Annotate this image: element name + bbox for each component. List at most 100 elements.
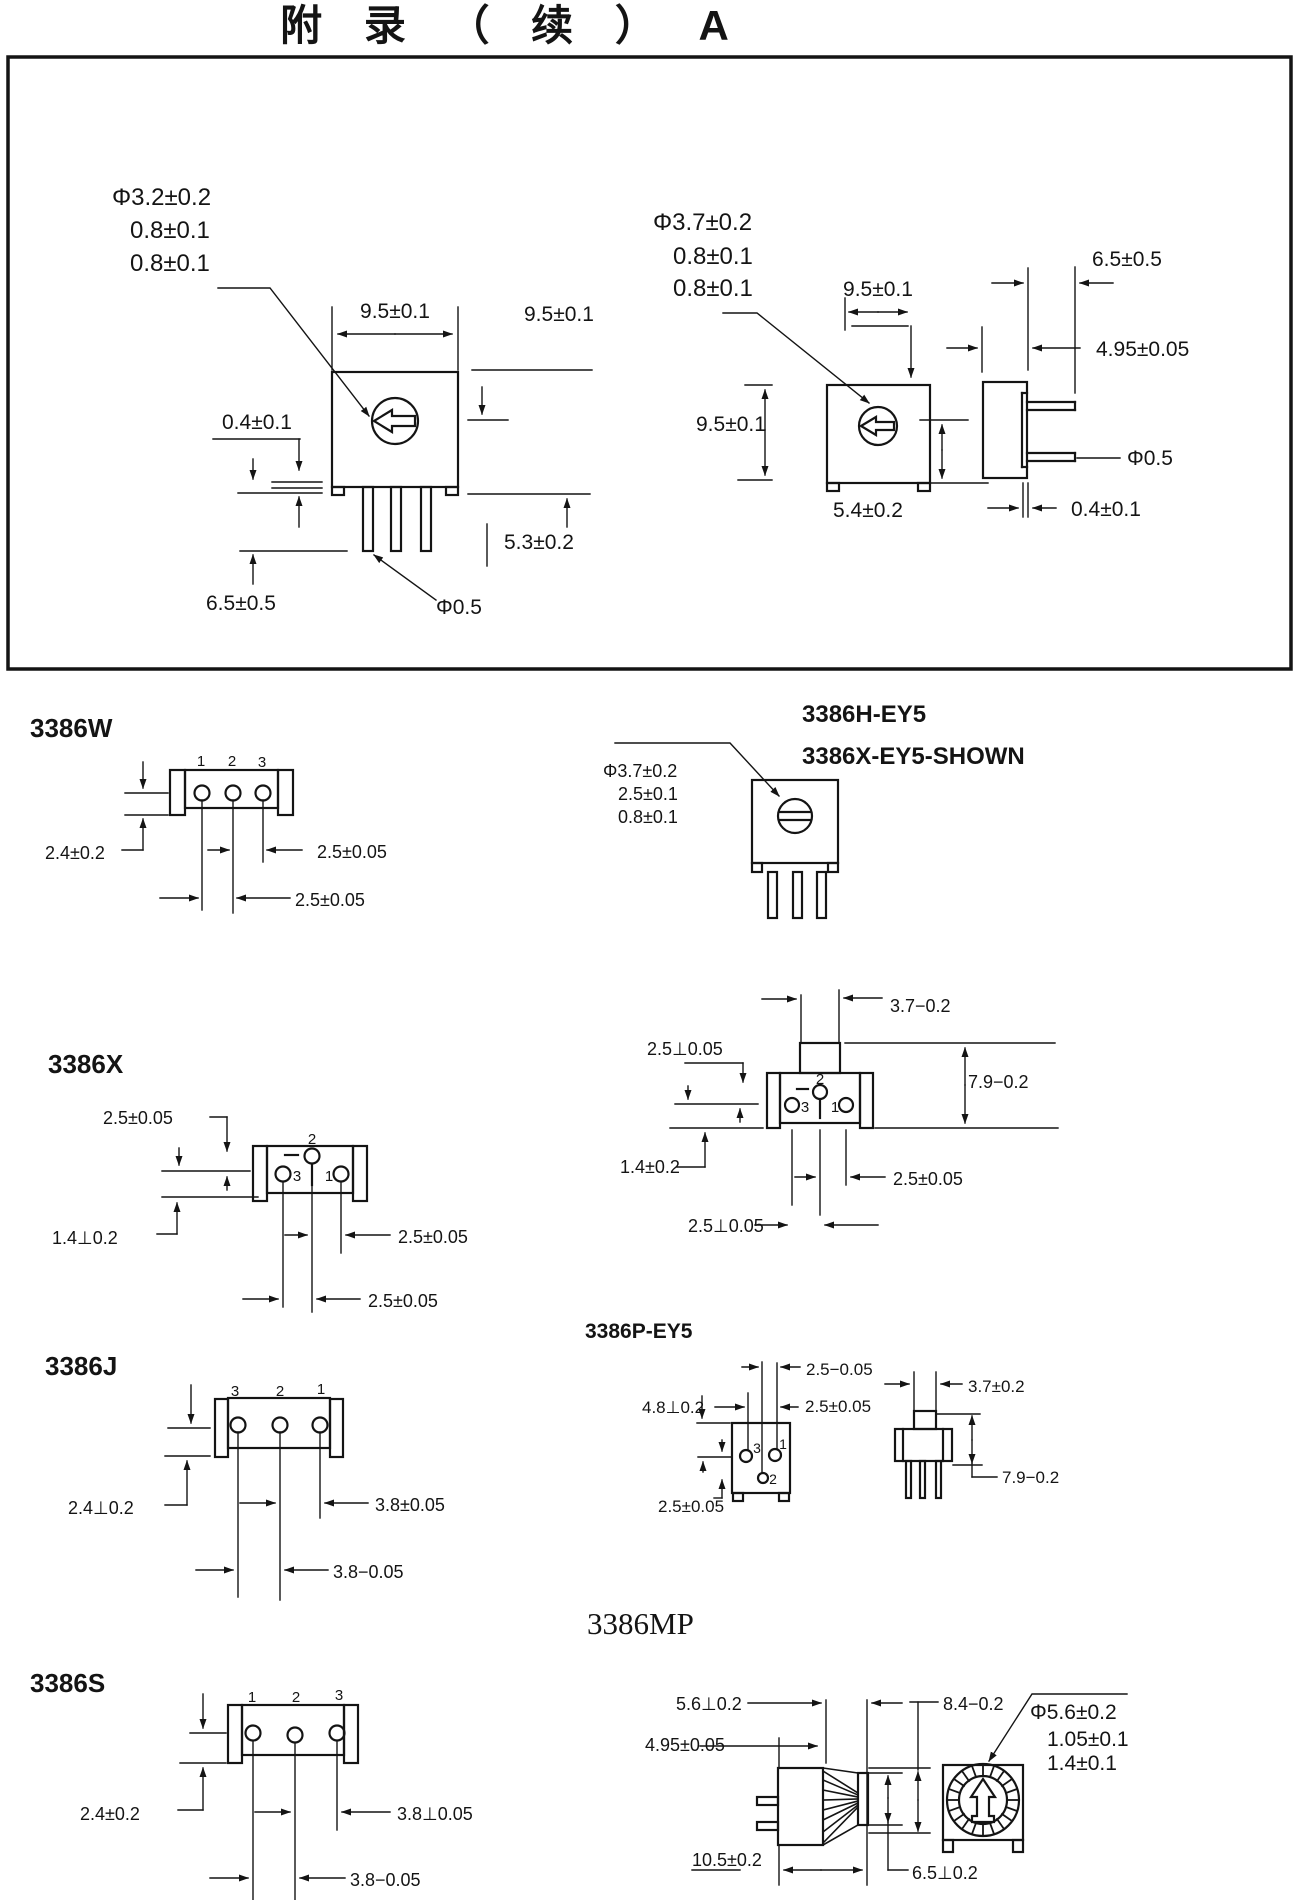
- dim-left-label: 1.4⊥0.2: [52, 1228, 118, 1248]
- dim-standoff-label: 0.4±0.1: [1071, 498, 1141, 521]
- dimension-lines: [691, 1699, 939, 1886]
- pin-number: 3: [293, 1168, 301, 1185]
- pin-number: 1: [779, 1436, 787, 1452]
- dimension-lines: [121, 761, 303, 914]
- trimmer-side-view: [981, 380, 1077, 480]
- dim-pin-length-label: 6.5±0.5: [1092, 248, 1162, 271]
- dim-top-left-label: 2.5⊥0.05: [647, 1039, 723, 1059]
- component-front-view: [750, 778, 840, 920]
- dim-bottom-label: 2.5±0.05: [658, 1497, 724, 1516]
- callout-line: 0.8±0.1: [618, 807, 678, 827]
- pin: [755, 1795, 780, 1807]
- component-bottom-view: [213, 1396, 345, 1459]
- terminal-hole: [224, 784, 242, 802]
- drawing-front-left: Φ3.2±0.2 0.8±0.1 0.8±0.1: [112, 184, 594, 619]
- dim-width-label: 9.5±0.1: [360, 300, 430, 323]
- section-title: 3386J: [45, 1351, 117, 1381]
- pin-number: 1: [831, 1099, 839, 1116]
- callout-line: 0.8±0.1: [673, 243, 753, 270]
- dim-length-label: 10.5±0.2: [692, 1850, 762, 1870]
- dimension-lines: [737, 266, 1121, 518]
- dimension-lines: [212, 306, 593, 601]
- pin: [904, 1459, 913, 1500]
- dim-bottom-label: 2.5±0.05: [295, 890, 365, 910]
- pin-number: 3: [231, 1383, 239, 1400]
- pin: [755, 1820, 780, 1832]
- pin-number: 1: [317, 1381, 325, 1398]
- section-3386p-ey5: 3386P-EY5 3 1 2: [585, 1320, 1059, 1516]
- adjust-arrow-icon: [858, 415, 896, 437]
- pin-number: 2: [769, 1471, 777, 1487]
- pin: [791, 870, 804, 920]
- dimension-lines: [177, 1693, 391, 1900]
- pin-number: 1: [325, 1168, 333, 1185]
- dim-left-label: 1.4±0.2: [620, 1157, 680, 1177]
- section-title: 3386H-EY5: [802, 701, 926, 728]
- adjust-arrow-icon: [371, 408, 417, 434]
- dimension-lines: [884, 1371, 998, 1478]
- pin-number: 1: [248, 1689, 256, 1706]
- dim-pin-length-label: 5.3±0.2: [504, 531, 574, 554]
- section-title: 3386S: [30, 1668, 105, 1698]
- component-bottom-view: [730, 1421, 792, 1503]
- callout-line: Φ3.7±0.2: [603, 761, 677, 781]
- pin-number: 2: [292, 1689, 300, 1706]
- section-3386h-ey5: 3386H-EY5 3386X-EY5-SHOWN Φ3.7±0.2 2.5±0…: [603, 701, 1025, 920]
- dim-left-label: 4.8⊥0.2: [642, 1398, 704, 1417]
- pin: [815, 870, 828, 920]
- callout-line: 2.5±0.1: [618, 784, 678, 804]
- dim-center-label: 5.4±0.2: [833, 499, 903, 522]
- dim-top-label: 2.5±0.05: [103, 1108, 173, 1128]
- dimension-lines: [669, 989, 1059, 1229]
- pin-number: 2: [228, 753, 236, 770]
- pin-number: 1: [197, 753, 205, 770]
- callout-leader-line: [988, 1693, 1128, 1762]
- section-3386x: 3386X 2 3 1 2.5±0.05: [48, 1049, 468, 1313]
- adjust-screw-circle: [370, 396, 420, 446]
- dim-face-label: 6.5⊥0.2: [912, 1863, 978, 1883]
- dim-pin-below-label: 6.5±0.5: [206, 592, 276, 615]
- dim-bottom-label: 2.5±0.05: [368, 1291, 438, 1311]
- dim-height-label: 7.9−0.2: [968, 1072, 1029, 1092]
- terminal-hole: [332, 1165, 350, 1183]
- callout-line: Φ3.2±0.2: [112, 184, 211, 211]
- pin-number: 3: [335, 1687, 343, 1704]
- callout-line: 0.8±0.1: [130, 250, 210, 277]
- adjust-screw-circle: [857, 405, 899, 447]
- knob-face-edge: [856, 1771, 870, 1827]
- page-title: 附 录 （ 续 ） A: [280, 2, 744, 49]
- pin: [766, 870, 779, 920]
- pin: [361, 485, 375, 553]
- dim-top2-label: 2.5±0.05: [805, 1397, 871, 1416]
- dim-left-label: 2.4±0.2: [80, 1804, 140, 1824]
- callout-line: 1.4±0.1: [1047, 1752, 1117, 1775]
- trimmer-body: [825, 383, 932, 493]
- terminal-hole: [254, 784, 272, 802]
- dim-right-label: 3.8⊥0.05: [397, 1804, 473, 1824]
- callout-line: 0.8±0.1: [130, 217, 210, 244]
- dim-top-label: 3.7−0.2: [890, 996, 951, 1016]
- section-title: 3386W: [30, 713, 113, 743]
- dim-bottom-label: 3.8−0.05: [350, 1870, 421, 1890]
- dim-bottom-label: 2.5⊥0.05: [688, 1216, 764, 1236]
- pin-number: 2: [816, 1071, 824, 1088]
- dim-pin-dia-label: Φ0.5: [436, 596, 482, 619]
- trimmer-body: [330, 370, 460, 553]
- section-3386mp: 3386MP: [587, 1606, 1129, 1886]
- pin-number: 3: [801, 1099, 809, 1116]
- callout-leader-line: [217, 287, 370, 417]
- terminal-hole: [328, 1724, 346, 1742]
- dim-pin-pitch-label: 4.95±0.05: [1096, 338, 1189, 361]
- dimension-lines: [164, 1384, 369, 1601]
- callout-line: Φ3.7±0.2: [653, 209, 752, 236]
- pin-number: 2: [308, 1131, 316, 1148]
- component-bottom-view: [226, 1703, 360, 1765]
- dim-top1-label: 2.5−0.05: [806, 1360, 873, 1379]
- terminal-hole: [783, 1096, 801, 1114]
- terminal-hole: [303, 1147, 321, 1165]
- dim-body-label: 8.4−0.2: [943, 1694, 1004, 1714]
- callout-line: 1.05±0.1: [1047, 1728, 1129, 1751]
- pin: [934, 1459, 943, 1500]
